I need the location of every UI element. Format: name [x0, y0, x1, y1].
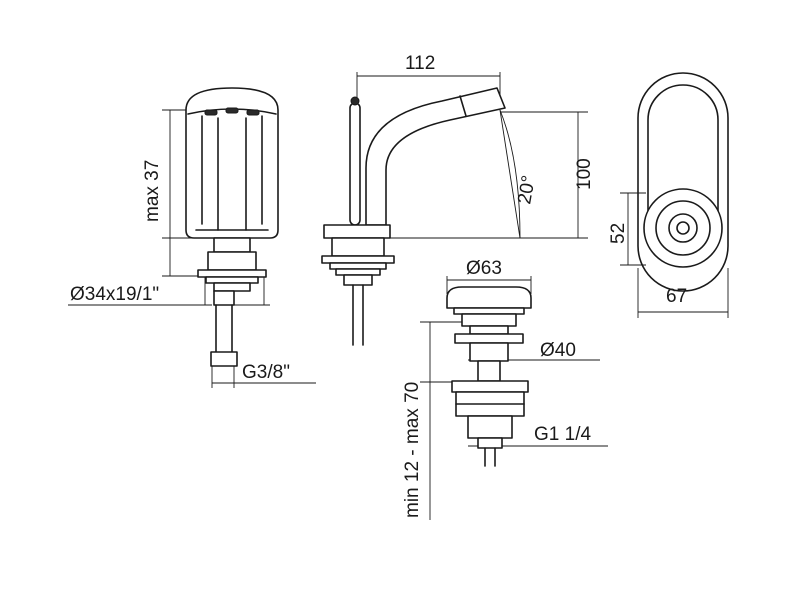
spout-reach-label: 112	[405, 53, 435, 74]
base-thread-label: Ø34x19/1"	[70, 284, 159, 305]
height-label: 100	[574, 158, 595, 190]
base-width-label: 67	[666, 286, 687, 307]
drain-cap-label: Ø63	[466, 258, 502, 279]
drain-thread-label: G1 1/4	[534, 424, 591, 445]
side-view	[321, 72, 588, 346]
handle-max-label: max 37	[142, 160, 163, 222]
base-depth-label: 52	[608, 223, 629, 244]
drain-body-label: Ø40	[540, 340, 576, 361]
top-view	[620, 72, 729, 318]
drain-range-label: min 12 - max 70	[402, 382, 423, 518]
supply-thread-label: G3/8"	[242, 362, 290, 383]
spout-angle-label: 20°	[514, 174, 540, 206]
drain-view	[420, 276, 608, 520]
front-view	[68, 87, 316, 388]
